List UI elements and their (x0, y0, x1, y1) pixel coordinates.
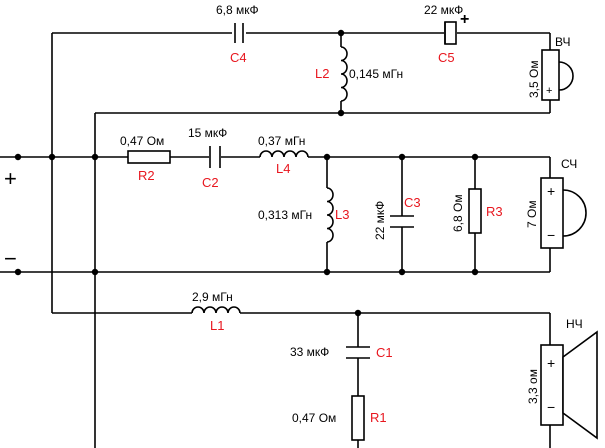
speaker-mid: + − СЧ 7 Ом (525, 157, 587, 249)
resistor-r2: 0,47 Ом R2 (120, 134, 171, 183)
woofer-label: НЧ (566, 317, 583, 331)
c5-polarity: + (460, 11, 469, 28)
input-plus-label: + (4, 166, 17, 191)
l2-value: 0,145 мГн (349, 67, 403, 81)
l2-ref: L2 (315, 66, 329, 81)
mid-minus: − (547, 227, 555, 243)
c3-value: 22 мкФ (373, 201, 387, 240)
c2-value: 15 мкФ (188, 126, 227, 140)
woofer-plus: + (547, 355, 555, 371)
c1-value: 33 мкФ (290, 345, 329, 359)
c5-value: 22 мкФ (424, 3, 463, 17)
c2-ref: C2 (202, 175, 219, 190)
l1-value: 2,9 мГн (192, 290, 233, 304)
inductor-l2: L2 0,145 мГн (315, 46, 403, 102)
r2-value: 0,47 Ом (120, 134, 164, 148)
inductor-l3: 0,313 мГн L3 (258, 187, 349, 243)
capacitor-c3: C3 22 мкФ (373, 195, 421, 240)
l3-value: 0,313 мГн (258, 208, 312, 222)
r3-ref: R3 (486, 204, 503, 219)
c3-ref: C3 (404, 195, 421, 210)
woofer-minus: − (547, 399, 555, 415)
r1-value: 0,47 Ом (292, 411, 336, 425)
l4-value: 0,37 мГн (258, 134, 305, 148)
resistor-r1: 0,47 Ом R1 (292, 395, 387, 441)
r3-value: 6,8 Ом (451, 194, 465, 232)
l1-ref: L1 (210, 318, 224, 333)
c1-ref: C1 (376, 345, 393, 360)
mid-label: СЧ (561, 157, 577, 171)
input-minus-label: − (4, 246, 17, 271)
c4-ref: C4 (230, 50, 247, 65)
inductor-l4: 0,37 мГн L4 (258, 134, 309, 176)
capacitor-c4: 6,8 мкФ C4 (216, 3, 259, 65)
l4-ref: L4 (276, 161, 290, 176)
speaker-woofer: + − НЧ 3,3 ом (526, 317, 598, 440)
l3-ref: L3 (335, 207, 349, 222)
tweeter-impedance: 3,5 Ом (527, 60, 541, 98)
r2-ref: R2 (138, 168, 155, 183)
capacitor-c5: 22 мкФ + C5 (424, 3, 469, 65)
resistor-r3: R3 6,8 Ом (451, 188, 503, 234)
inductor-l1: 2,9 мГн L1 (191, 290, 241, 333)
speaker-tweeter: + ВЧ 3,5 Ом (527, 35, 574, 101)
wires (0, 32, 551, 448)
tweeter-label: ВЧ (555, 35, 570, 49)
junction-dots (14, 29, 479, 317)
r1-ref: R1 (370, 410, 387, 425)
capacitor-c2: 15 мкФ C2 (188, 126, 227, 190)
capacitor-c1: 33 мкФ C1 (290, 345, 393, 360)
woofer-impedance: 3,3 ом (526, 369, 540, 404)
c5-ref: C5 (438, 50, 455, 65)
tweeter-plus: + (546, 85, 552, 97)
mid-plus: + (547, 183, 555, 199)
c4-value: 6,8 мкФ (216, 3, 259, 17)
mid-impedance: 7 Ом (525, 200, 539, 228)
